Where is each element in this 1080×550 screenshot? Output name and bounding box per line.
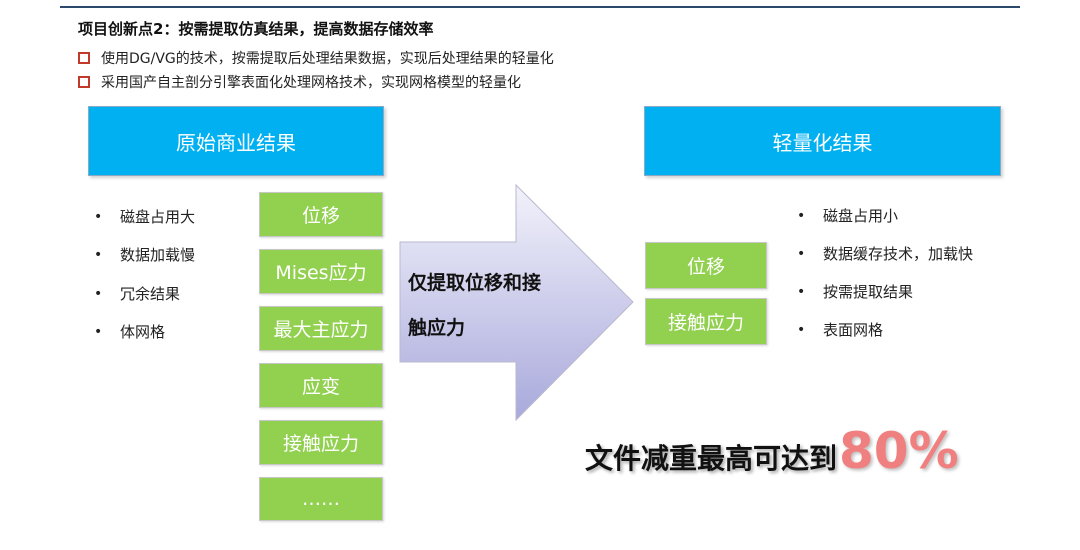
dot-bullet-icon: •: [797, 245, 806, 262]
weight-reduction-summary: 文件减重最高可达到 80%: [585, 422, 959, 480]
list-item: • 数据加载慢: [94, 244, 195, 265]
result-box: 应变: [259, 363, 383, 408]
list-item-label: 磁盘占用大: [120, 208, 196, 226]
bullet-item-2: 采用国产自主剖分引擎表面化处理网格技术，实现网格模型的轻量化: [78, 72, 521, 92]
list-item-label: 按需提取结果: [823, 283, 914, 301]
arrow-label-line1: 仅提取位移和接: [408, 272, 542, 294]
list-item: • 表面网格: [797, 319, 883, 340]
dot-bullet-icon: •: [94, 323, 103, 340]
dot-bullet-icon: •: [797, 207, 806, 224]
lightweight-result-box: 位移: [645, 242, 767, 289]
dot-bullet-icon: •: [94, 208, 103, 225]
bullet-item-1: 使用DG/VG的技术，按需提取后处理结果数据，实现后处理结果的轻量化: [78, 48, 554, 68]
square-bullet-icon: [78, 52, 90, 64]
list-item: • 冗余结果: [94, 283, 180, 304]
dot-bullet-icon: •: [797, 283, 806, 300]
square-bullet-icon: [78, 76, 90, 88]
dot-bullet-icon: •: [797, 321, 806, 338]
list-item: • 体网格: [94, 321, 165, 342]
arrow-label-line2: 触应力: [408, 317, 466, 339]
dot-bullet-icon: •: [94, 246, 103, 263]
summary-text: 文件减重最高可达到: [585, 442, 838, 475]
result-box: 最大主应力: [259, 306, 383, 351]
bullet-text: 使用DG/VG的技术，按需提取后处理结果数据，实现后处理结果的轻量化: [101, 51, 554, 67]
list-item-label: 数据缓存技术，加载快: [823, 245, 974, 263]
original-results-header: 原始商业结果: [88, 106, 384, 176]
list-item-label: 体网格: [120, 323, 166, 341]
list-item-label: 表面网格: [823, 321, 884, 339]
page-title: 项目创新点2：按需提取仿真结果，提高数据存储效率: [78, 20, 434, 38]
list-item-label: 冗余结果: [120, 285, 181, 303]
list-item-label: 磁盘占用小: [823, 207, 899, 225]
result-box: Mises应力: [259, 249, 383, 294]
header-label: 轻量化结果: [772, 130, 873, 155]
summary-percentage: 80%: [839, 422, 959, 480]
result-box: 位移: [259, 192, 383, 237]
result-box: 接触应力: [259, 420, 383, 465]
list-item: • 磁盘占用小: [797, 205, 898, 226]
lightweight-results-header: 轻量化结果: [644, 106, 1001, 176]
list-item-label: 数据加载慢: [120, 246, 196, 264]
top-divider: [60, 6, 1020, 8]
list-item: • 数据缓存技术，加载快: [797, 243, 973, 264]
dot-bullet-icon: •: [94, 285, 103, 302]
bullet-text: 采用国产自主剖分引擎表面化处理网格技术，实现网格模型的轻量化: [101, 75, 521, 91]
list-item: • 按需提取结果: [797, 281, 913, 302]
list-item: • 磁盘占用大: [94, 206, 195, 227]
header-label: 原始商业结果: [176, 130, 296, 155]
lightweight-result-box: 接触应力: [645, 298, 767, 345]
result-box: ……: [259, 477, 383, 521]
